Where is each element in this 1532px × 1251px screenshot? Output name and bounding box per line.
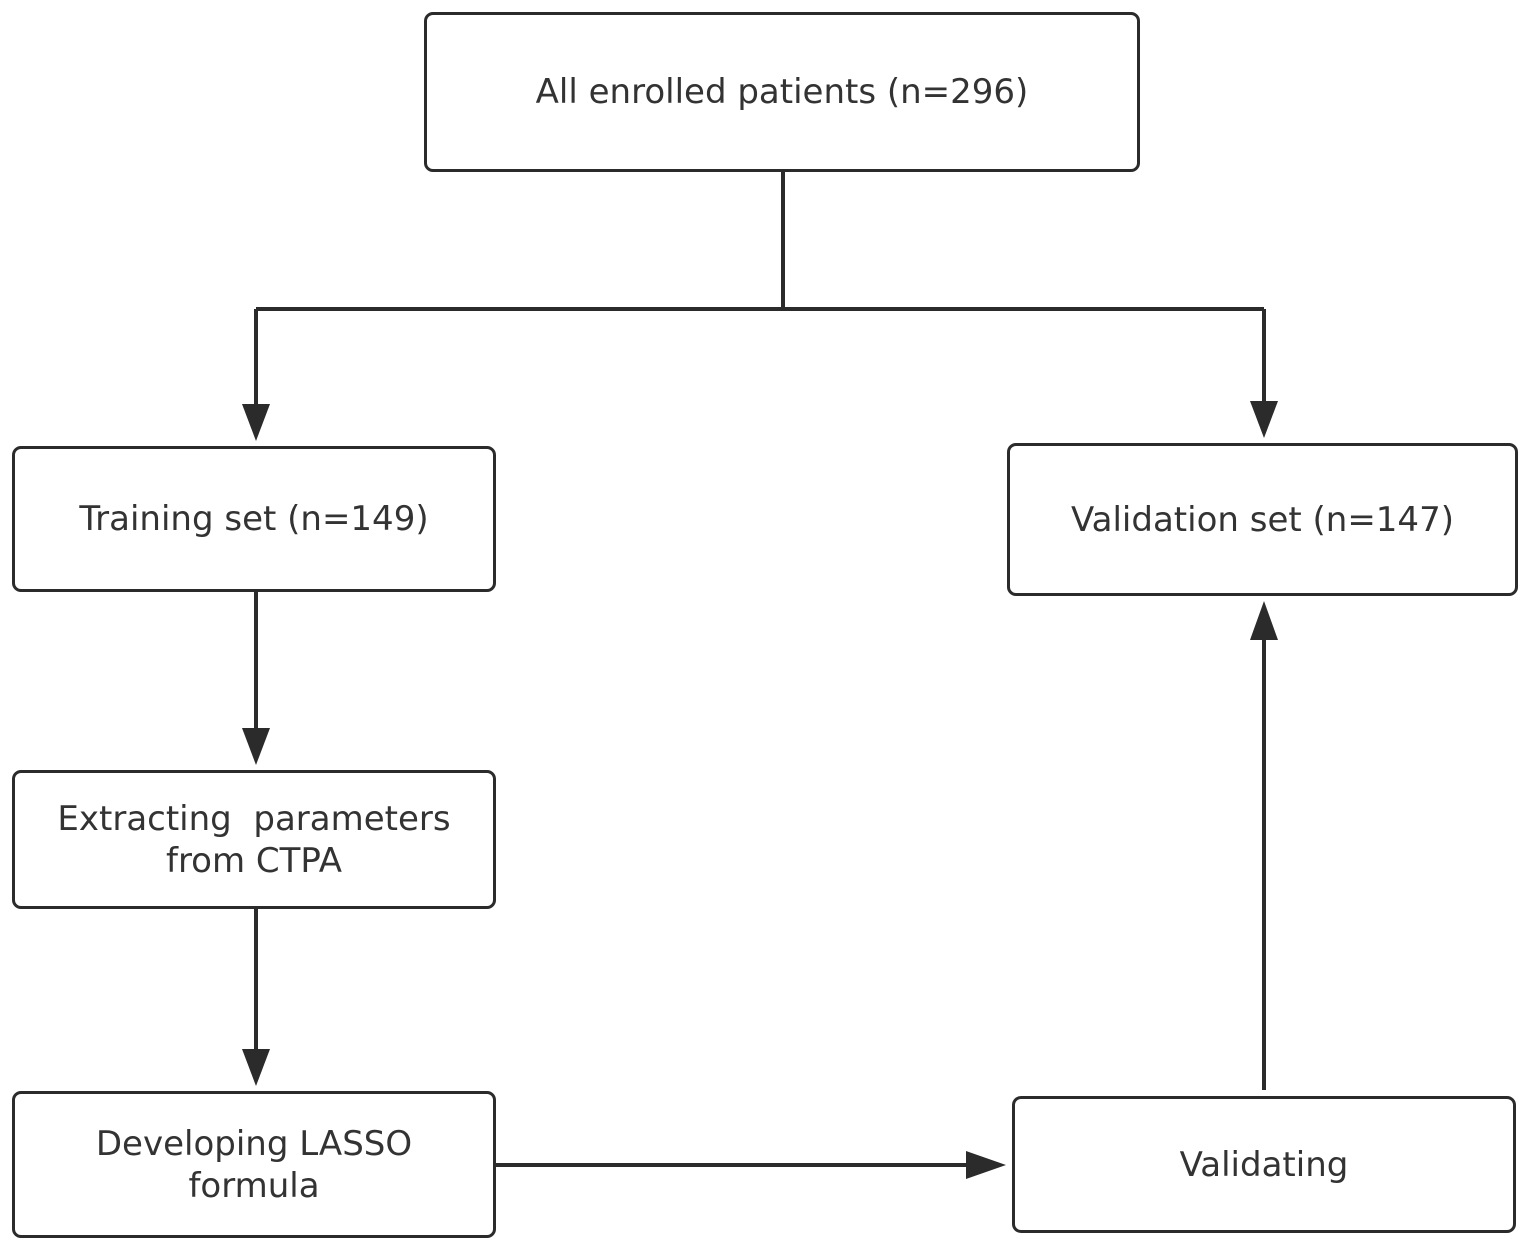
arrowhead-to-validation (1250, 401, 1278, 438)
node-developing-lasso-formula: Developing LASSO formula (12, 1091, 496, 1238)
node-validation-set: Validation set (n=147) (1007, 443, 1518, 596)
node-validation-set-label: Validation set (n=147) (1071, 499, 1454, 540)
node-training-set: Training set (n=149) (12, 446, 496, 592)
node-all-enrolled-patients-label: All enrolled patients (n=296) (535, 72, 1029, 112)
node-developing-lasso-formula-label: Developing LASSO formula (95, 1123, 413, 1206)
node-validating: Validating (1012, 1096, 1516, 1233)
arrowhead-to-validating (966, 1151, 1006, 1179)
node-extracting-parameters-label: Extracting parameters from CTPA (57, 798, 451, 881)
node-training-set-label: Training set (n=149) (79, 499, 429, 539)
arrowhead-to-training (242, 404, 270, 441)
node-validating-label: Validating (1179, 1144, 1349, 1185)
arrowhead-up-to-validation (1250, 601, 1278, 640)
node-extracting-parameters: Extracting parameters from CTPA (12, 770, 496, 909)
arrowhead-to-extracting (242, 728, 270, 765)
node-all-enrolled-patients: All enrolled patients (n=296) (424, 12, 1140, 172)
arrowhead-to-lasso (242, 1049, 270, 1086)
